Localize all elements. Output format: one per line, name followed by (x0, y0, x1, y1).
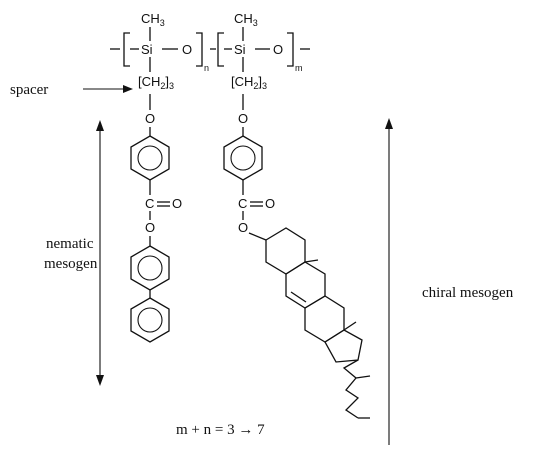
ether-oxygen-1: O (145, 111, 155, 126)
chiral-mesogen-label: chiral mesogen (422, 285, 514, 301)
steroid-ring-a (265, 227, 306, 275)
steroid-ring-d (324, 329, 363, 363)
nematic-label-line2: mesogen (44, 256, 98, 272)
angular-methyl-1 (304, 259, 319, 263)
ester-carbon-1: C (145, 196, 154, 211)
bracket-2-close (287, 32, 294, 67)
bracket-1-open (123, 32, 130, 67)
benzene-ring-4-aromatic (230, 145, 256, 171)
nematic-arrow-head-bottom (96, 375, 104, 386)
bond-ester-cholesteryl (248, 232, 267, 241)
carbonyl-oxygen-1: O (172, 196, 182, 211)
chiral-span-arrow (385, 118, 393, 445)
spacer-group-1: [CH2]3 (138, 74, 174, 91)
carbonyl-oxygen-2: O (265, 196, 275, 211)
angular-methyl-2 (343, 321, 357, 331)
alkyl-tail (342, 359, 360, 419)
nematic-arrow-head-top (96, 120, 104, 131)
ester-oxygen-1: O (145, 220, 155, 235)
benzene-ring-2-aromatic (137, 255, 163, 281)
si-atom-1: Si (141, 42, 153, 57)
spacer-group-2: [CH2]3 (231, 74, 267, 91)
benzene-ring-2 (130, 245, 170, 291)
chiral-side-chain: O C O O (223, 94, 371, 419)
subscript-n: n (204, 63, 209, 73)
chiral-arrow-head-top (385, 118, 393, 129)
steroid-double-bond (290, 291, 307, 303)
methyl-1: CH3 (141, 11, 165, 28)
steroid-ring-c (304, 295, 345, 343)
subscript-m: m (295, 63, 303, 73)
bracket-2-open (217, 32, 224, 67)
spacer-label: spacer (10, 82, 48, 98)
ether-oxygen-2: O (238, 111, 248, 126)
spacer-arrow-head (123, 85, 133, 93)
si-atom-2: Si (234, 42, 246, 57)
ester-carbon-2: C (238, 196, 247, 211)
benzene-ring-1-aromatic (137, 145, 163, 171)
benzene-ring-3-aromatic (137, 307, 163, 333)
o-atom-backbone-1: O (182, 42, 192, 57)
bracket-1-close (196, 32, 203, 67)
alkyl-branch-methyl (355, 375, 371, 379)
nematic-label-line1: nematic (46, 236, 94, 252)
o-atom-backbone-2: O (273, 42, 283, 57)
siloxane-backbone: Si O n Si O m CH3 CH3 [CH2]3 [CH2]3 (110, 11, 310, 91)
benzene-ring-4 (223, 135, 263, 181)
benzene-ring-3 (130, 297, 170, 343)
nematic-span-arrow (96, 120, 104, 386)
nematic-side-chain: O C O O (130, 94, 182, 343)
ester-oxygen-2: O (238, 220, 248, 235)
methyl-2: CH3 (234, 11, 258, 28)
benzene-ring-1 (130, 135, 170, 181)
formula-label: m + n = 3 → 7 (176, 422, 265, 438)
